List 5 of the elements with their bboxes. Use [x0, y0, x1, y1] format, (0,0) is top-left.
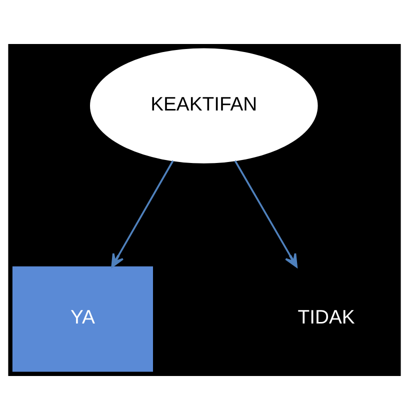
arrow	[111, 160, 174, 268]
node-ellipse: KEAKTIFAN	[90, 48, 318, 163]
arrow	[234, 160, 298, 268]
node-text: TIDAK	[298, 306, 355, 328]
node-box: YA	[12, 266, 153, 372]
